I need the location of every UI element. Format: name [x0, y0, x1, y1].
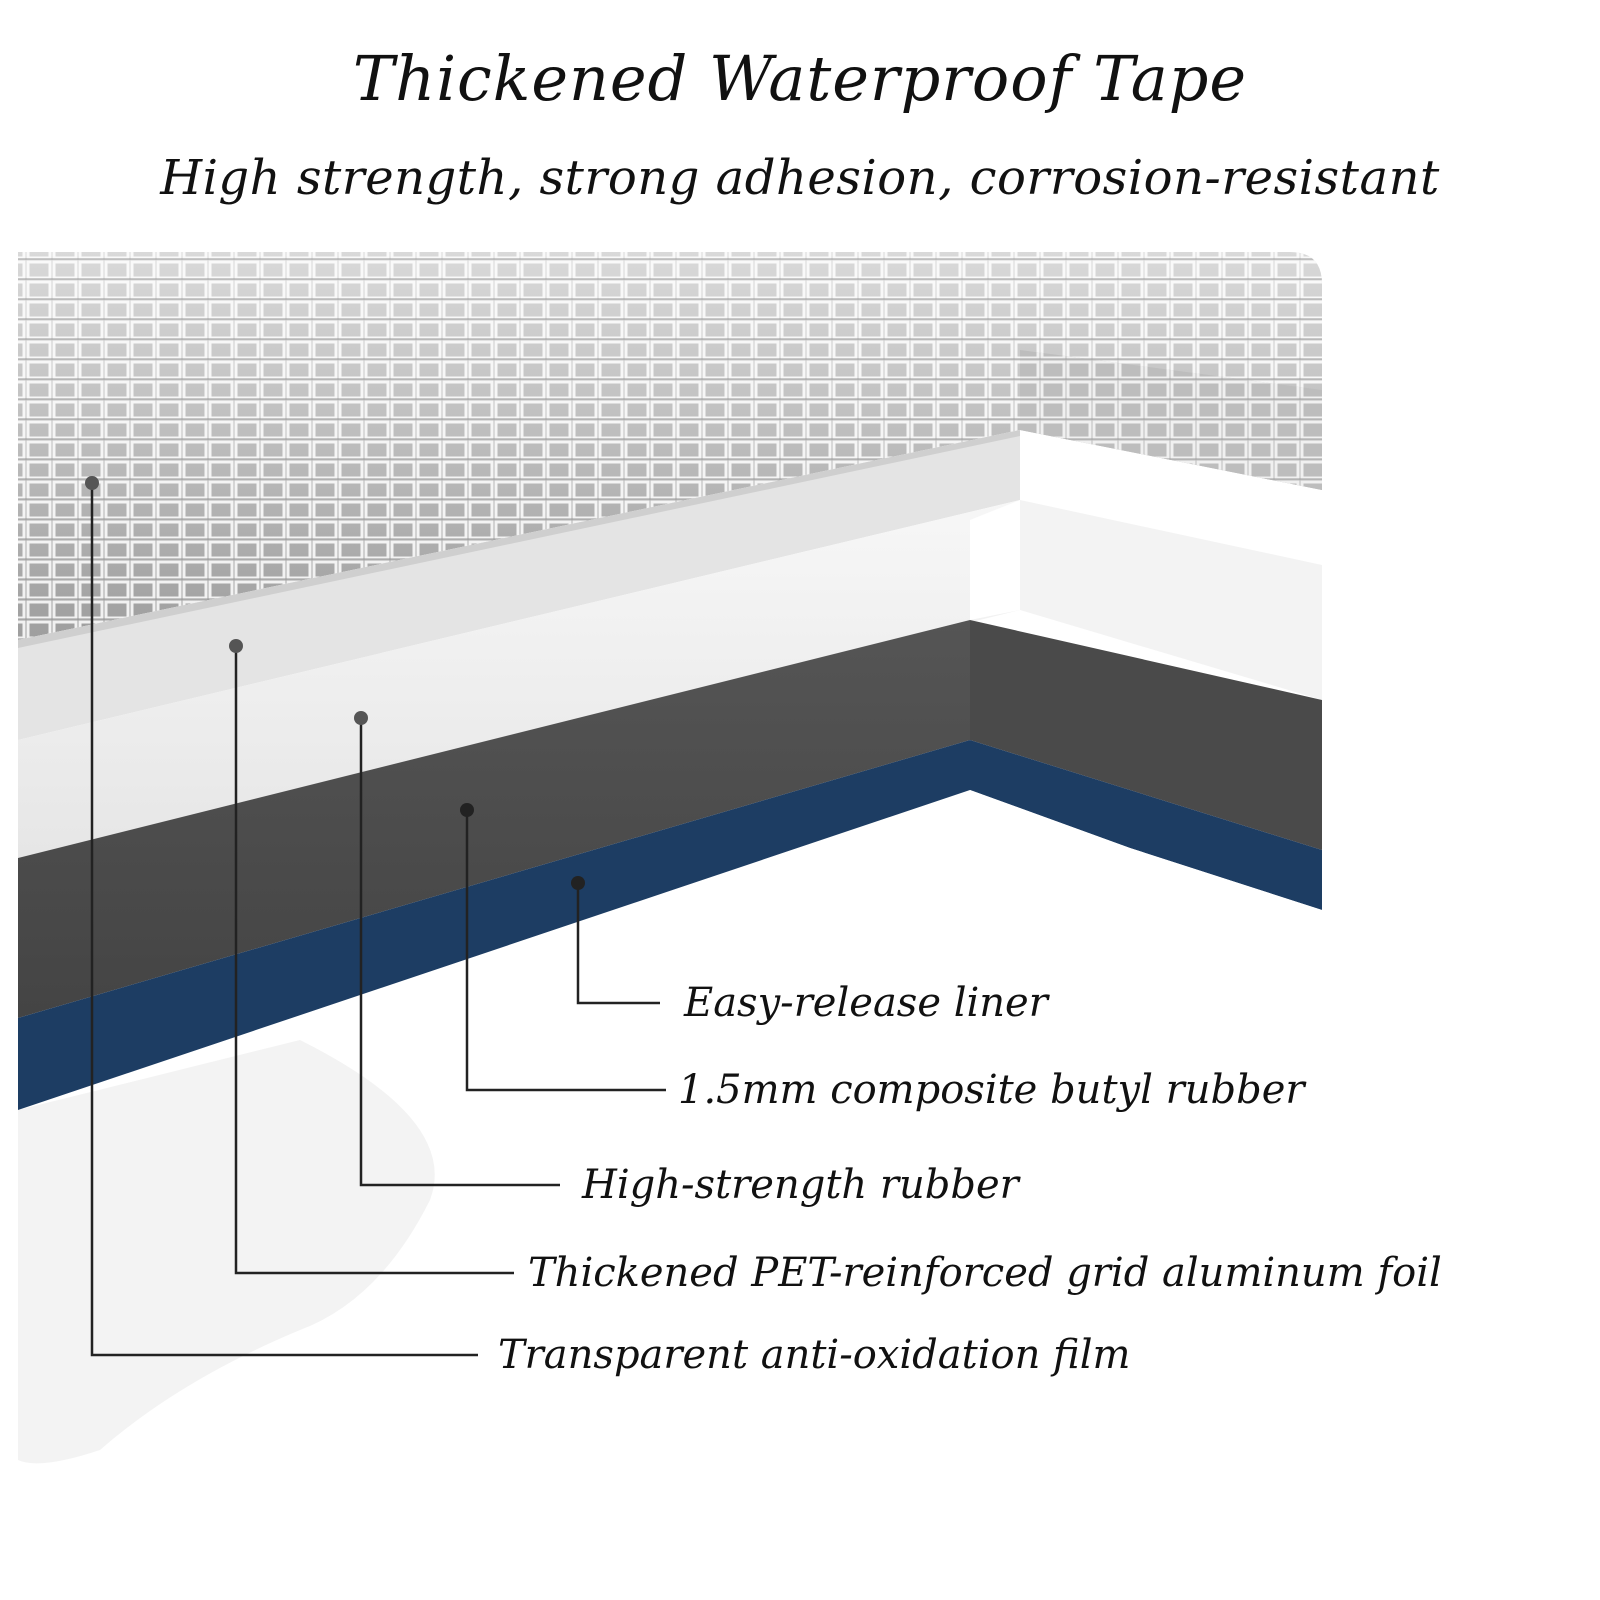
- label-anti-oxidation-film: Transparent anti-oxidation film: [498, 1332, 1131, 1378]
- dot-film: [85, 476, 99, 490]
- leader-foil: [234, 646, 514, 1275]
- label-easy-release-liner: Easy-release liner: [684, 980, 1048, 1026]
- tape-shadow: [18, 1040, 435, 1464]
- diagram-title: Thickened Waterproof Tape: [352, 42, 1248, 115]
- label-high-strength-rubber: High-strength rubber: [582, 1162, 1019, 1208]
- butyl-rubber-layer: [18, 620, 970, 1018]
- label-butyl-rubber: 1.5mm composite butyl rubber: [678, 1067, 1305, 1113]
- label-pet-grid-foil: Thickened PET-reinforced grid aluminum f…: [528, 1250, 1442, 1296]
- dot-foil: [229, 639, 243, 653]
- high-strength-rubber-layer: [18, 500, 1020, 858]
- leader-rubber: [359, 718, 560, 1187]
- dot-liner: [571, 876, 585, 890]
- diagram-subtitle: High strength, strong adhesion, corrosio…: [160, 150, 1440, 206]
- dot-butyl: [460, 803, 474, 817]
- leader-dots: [85, 476, 585, 890]
- tape-top-surface: [18, 252, 1322, 640]
- film-edge: [18, 430, 1020, 740]
- leader-film: [90, 483, 478, 1357]
- leader-lines: [90, 483, 666, 1357]
- leader-liner: [576, 883, 660, 1005]
- dot-rubber: [354, 711, 368, 725]
- leader-butyl: [465, 810, 666, 1092]
- release-liner-layer: [18, 740, 970, 1110]
